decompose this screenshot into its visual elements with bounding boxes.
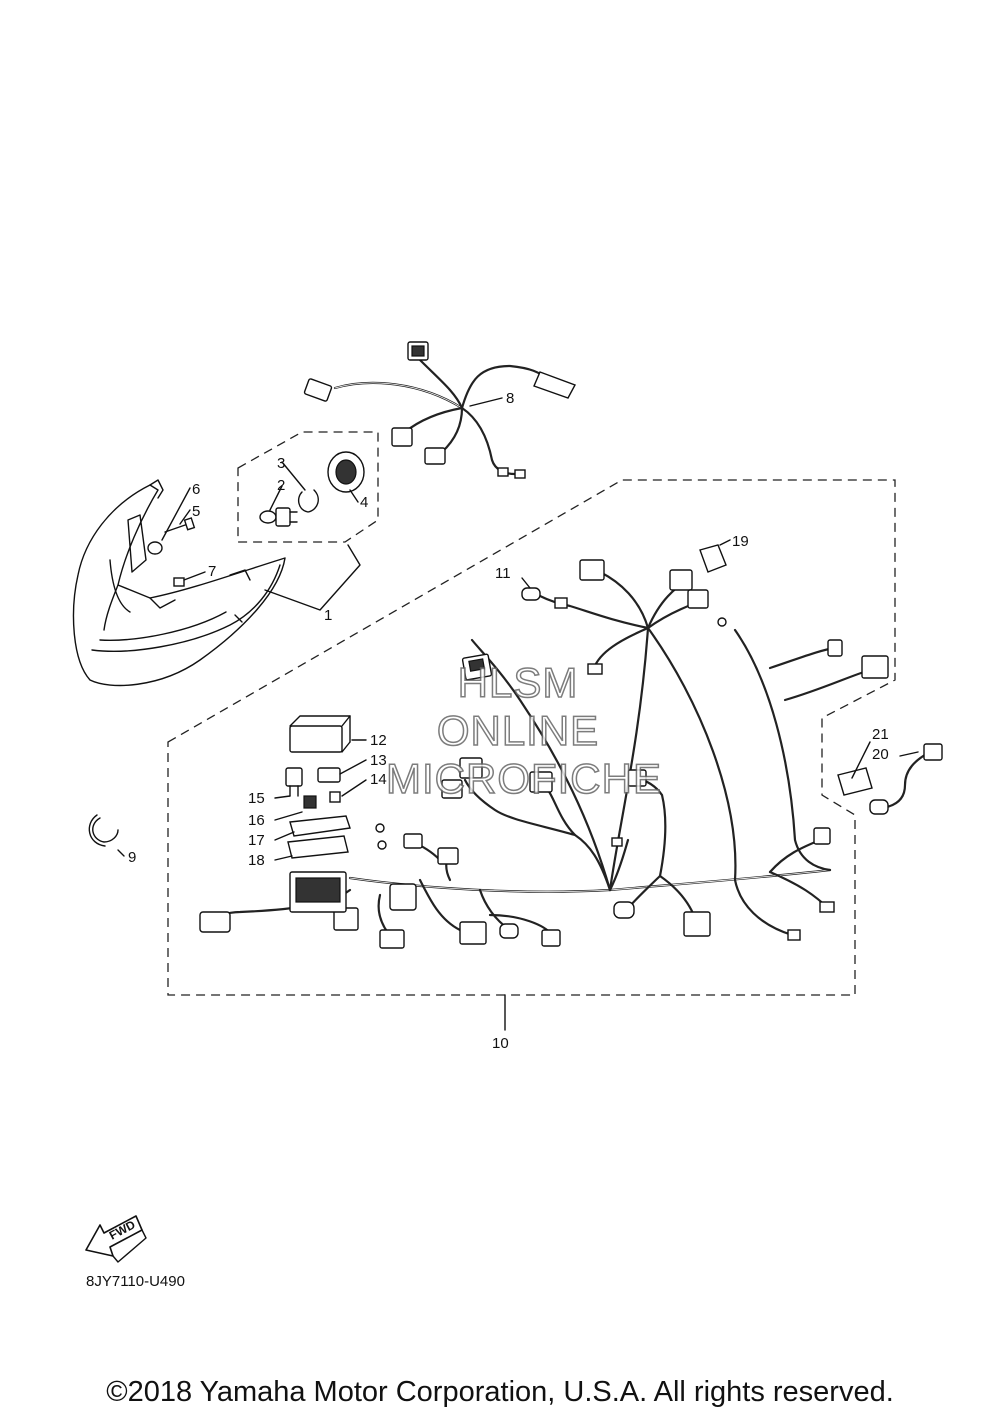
relay-12 [289,715,351,753]
copyright-notice: ©2018 Yamaha Motor Corporation, U.S.A. A… [106,1376,894,1408]
callout-5: 5 [192,503,200,520]
callout-20: 20 [872,746,889,763]
callout-1: 1 [324,607,332,624]
sub-lead-harness [303,341,576,479]
callout-10: 10 [492,1035,509,1052]
fuse-box [289,871,347,913]
screw [164,517,196,533]
diagram-code: 8JY7110-U490 [86,1273,185,1290]
headlight-assembly [72,431,379,687]
fuse-label-17 [289,815,351,837]
bulb-clip [297,489,319,513]
callout-labels: 1 2 3 4 5 6 7 8 9 10 11 12 13 14 15 16 1… [128,390,889,1052]
callout-18: 18 [248,852,265,869]
callout-3: 3 [277,455,285,472]
grommet [173,577,185,587]
watermark-line2: ONLINE [437,707,599,754]
callout-7: 7 [208,563,216,580]
callout-14: 14 [370,771,387,788]
watermark: HLSM ONLINE MICROFICHE [385,658,662,803]
connector-11 [521,587,541,601]
fuse-16 [303,795,317,809]
relay-13 [317,767,341,783]
connector-19 [699,544,727,573]
nut [147,541,163,555]
callout-8: 8 [506,390,514,407]
callout-11: 11 [495,565,511,582]
callout-9: 9 [128,849,136,866]
clamp-9 [92,817,119,843]
watermark-line3: MICROFICHE [386,755,662,802]
bulb-socket-cover [327,451,365,493]
relay-15 [285,767,303,787]
callout-21: 21 [872,726,889,743]
fwd-arrow-icon: FWD [85,1215,147,1263]
diode-14 [329,791,341,803]
callout-15: 15 [248,790,265,807]
callout-19: 19 [732,533,749,550]
watermark-line1: HLSM [458,659,579,706]
callout-16: 16 [248,812,265,829]
headlight-bulb [259,507,298,527]
callout-6: 6 [192,481,200,498]
callout-12: 12 [370,732,387,749]
callout-13: 13 [370,752,387,769]
callout-4: 4 [360,494,368,511]
callout-2: 2 [277,477,285,494]
wire-harness-assembly [88,479,943,1031]
label-21 [837,767,873,796]
callout-17: 17 [248,832,265,849]
fuse-box-cover-18 [287,835,349,859]
